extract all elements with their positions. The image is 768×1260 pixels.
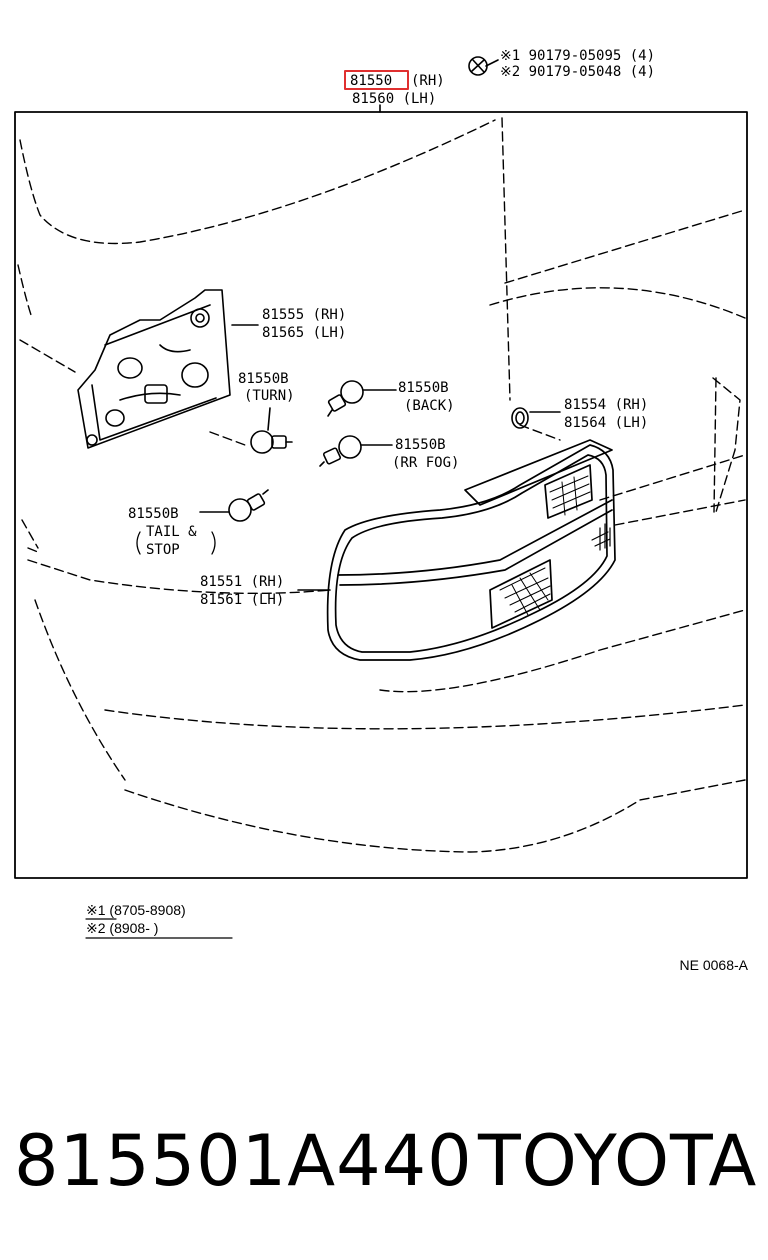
socket-rh-label[interactable]: 81555 (RH) [262,307,346,323]
bulb-back-number[interactable]: 81550B [398,380,449,396]
bulb-tail-text-2: STOP [146,542,180,558]
bolt-leader [485,59,499,67]
bulb-back-text: (BACK) [404,398,455,414]
highlight-box [344,70,409,90]
reference-code: NE 0068-A [680,957,749,973]
bulb-fog-text: (RR FOG) [392,455,459,471]
part-number-caption: 815501A440 [14,1120,473,1202]
bulb-back-icon [327,380,364,417]
bulb-turn-leader [267,407,271,431]
lh-part-line[interactable]: 81560 (LH) [352,91,436,107]
footnote-1: ※1 (8705-8908) [86,902,186,918]
tail-bracket-right [211,531,216,555]
tail-bracket-left [136,531,141,555]
gasket-lh-label[interactable]: 81564 (LH) [564,415,648,431]
bulb-tail-number[interactable]: 81550B [128,506,179,522]
parts-diagram: 81550 (RH) 81560 (LH) ※1 90179-05095 (4)… [14,48,749,973]
car-body-outline [17,117,746,853]
bolt-part-2[interactable]: ※2 90179-05048 (4) [500,64,655,80]
bulb-tail-text-1: TAIL & [146,524,197,540]
bulb-turn-icon [250,430,293,454]
lens-lh-label[interactable]: 81561 (LH) [200,592,284,608]
highlighted-part-number[interactable]: 81550 [350,73,392,89]
rh-suffix: (RH) [411,73,445,89]
bulb-fog-number[interactable]: 81550B [395,437,446,453]
bulb-tail-icon [228,489,269,522]
bulb-turn-number[interactable]: 81550B [238,371,289,387]
footnote-2: ※2 (8908- ) [86,920,158,936]
socket-lh-label[interactable]: 81565 (LH) [262,325,346,341]
gasket-icon [511,407,529,429]
lamp-lens-assembly [326,439,616,661]
bulb-socket-plate [77,289,231,449]
gasket-rh-label[interactable]: 81554 (RH) [564,397,648,413]
bulb-fog-icon [319,435,362,467]
diagram-frame [14,111,748,879]
brand-caption: TOYOTA [478,1120,758,1202]
lens-rh-label[interactable]: 81551 (RH) [200,574,284,590]
bolt-icon [468,56,488,76]
bulb-turn-text: (TURN) [244,388,295,404]
bolt-part-1[interactable]: ※1 90179-05095 (4) [500,48,655,64]
